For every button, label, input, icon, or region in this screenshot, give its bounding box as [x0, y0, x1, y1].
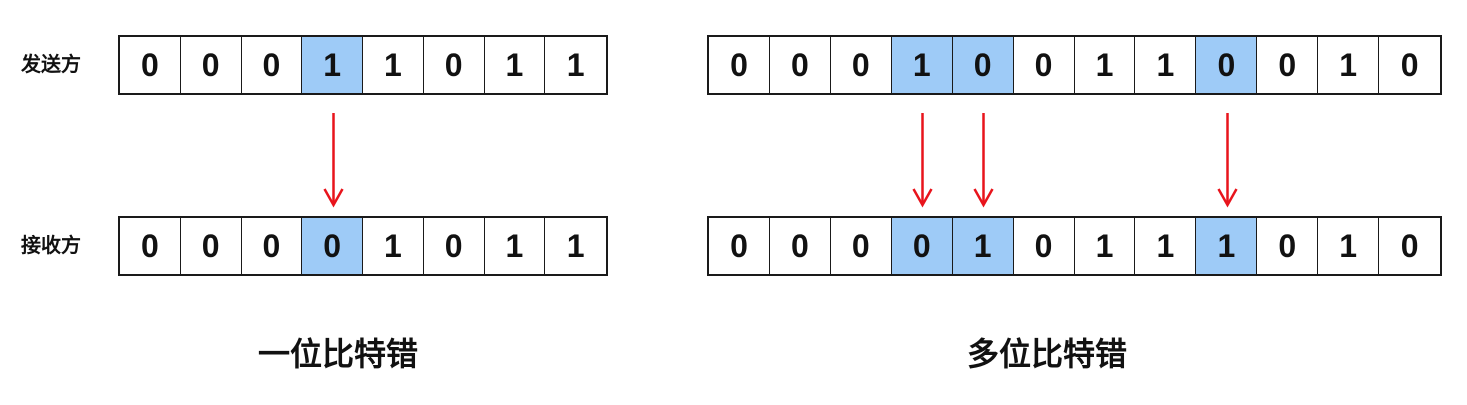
bit-cell: 1 [566, 46, 585, 83]
bit-cell: 0 [120, 218, 181, 274]
bit-cell: 0 [181, 37, 242, 93]
bit-cell: 0 [181, 218, 242, 274]
error-arrow-head [323, 188, 344, 208]
bit-cell: 1 [363, 218, 424, 274]
bit-cell: 0 [831, 218, 892, 274]
error-arrow-head [912, 188, 933, 208]
bit-cell: 1 [485, 37, 546, 93]
bit-cell: 0 [242, 37, 303, 93]
bit-cell: 1 [952, 218, 1014, 274]
bit-cell: 0 [1196, 37, 1258, 93]
bit-cell: 1 [1196, 218, 1258, 274]
sender-label-single: 发送方 [21, 54, 81, 76]
bit-cell: 1 [302, 37, 363, 93]
bit-cell: 0 [120, 37, 181, 93]
bit-cell: 0 [1257, 218, 1319, 274]
error-arrow-head [1217, 188, 1238, 208]
bit-cell: 1 [363, 37, 424, 93]
bit-cell: 0 [709, 218, 770, 274]
bit-cell: 0 [1014, 218, 1075, 274]
bit-cell: 0 [242, 218, 303, 274]
bit-cell: 0 [770, 37, 831, 93]
bit-cell: 0 [770, 218, 831, 274]
bit-cell: 0 [1257, 37, 1319, 93]
bit-cell: 0 [1400, 46, 1419, 83]
caption-multi-bit-error: 多位比特错 [967, 336, 1128, 372]
caption-single-bit-error: 一位比特错 [258, 336, 419, 372]
bit-cell: 0 [891, 218, 953, 274]
bit-cell: 0 [424, 218, 485, 274]
bit-cell: 1 [1135, 37, 1197, 93]
receiver-label-single: 接收方 [21, 235, 81, 257]
bit-cell: 0 [952, 37, 1014, 93]
bit-cell: 1 [1075, 37, 1136, 93]
bit-cell: 0 [424, 37, 485, 93]
bit-cell: 0 [1014, 37, 1075, 93]
bit-cell: 1 [485, 218, 546, 274]
bit-cell: 1 [891, 37, 953, 93]
bit-cell: 0 [709, 37, 770, 93]
bit-cell: 1 [1318, 37, 1380, 93]
error-arrow-head [973, 188, 994, 208]
bit-cell: 0 [302, 218, 363, 274]
bit-cell: 0 [1400, 227, 1419, 264]
bit-cell: 1 [1318, 218, 1380, 274]
bit-cell: 1 [1135, 218, 1197, 274]
bit-cell: 1 [1075, 218, 1136, 274]
bit-cell: 0 [831, 37, 892, 93]
bit-cell: 1 [566, 227, 585, 264]
